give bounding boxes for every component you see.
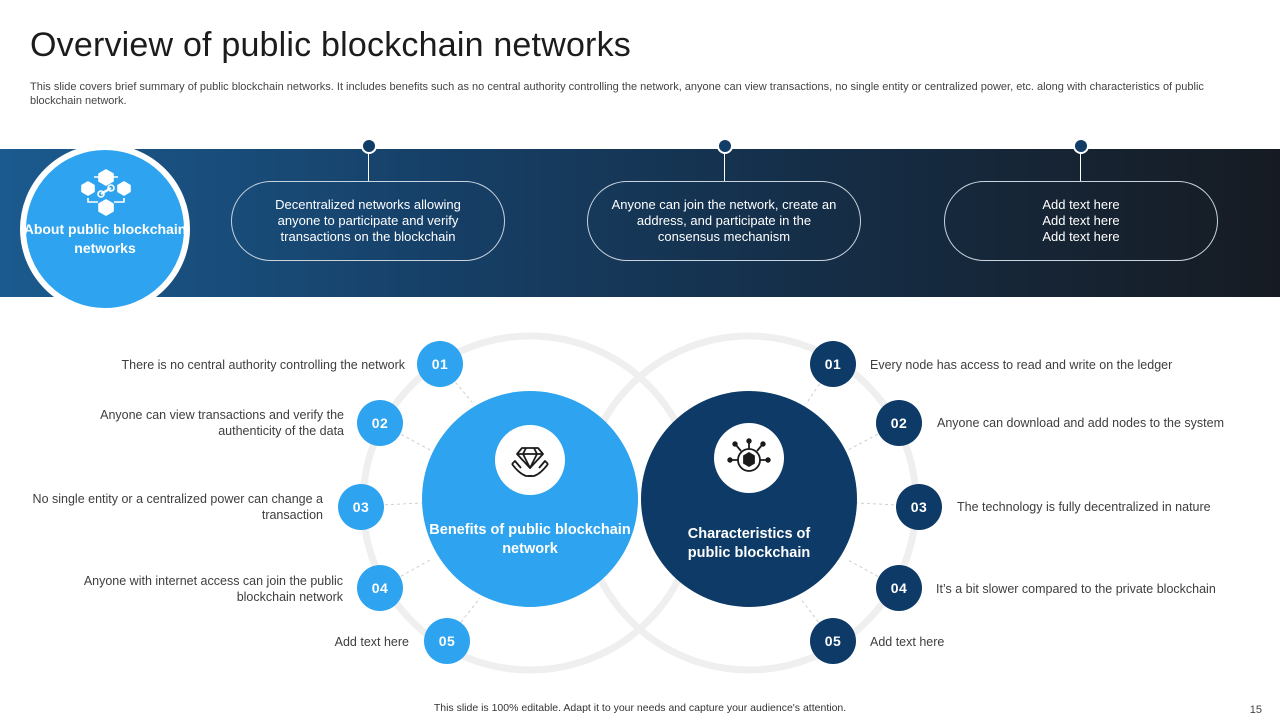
benefit-text-5: Add text here — [334, 635, 409, 649]
benefit-number-4: 04 — [357, 565, 403, 611]
pin-dot — [1073, 138, 1089, 154]
about-pill-3: Add text here Add text here Add text her… — [944, 181, 1218, 261]
footer-note: This slide is 100% editable. Adapt it to… — [433, 702, 847, 714]
page-subtitle: This slide covers brief summary of publi… — [30, 81, 1204, 107]
characteristic-number-2: 02 — [876, 400, 922, 446]
characteristic-number-3: 03 — [896, 484, 942, 530]
characteristics-label: Characteristics of public blockchain — [687, 526, 811, 561]
about-pill-1: Decentralized networks allowing anyone t… — [231, 181, 505, 261]
about-label: About public blockchain networks — [23, 221, 187, 256]
top-banner — [0, 149, 1280, 297]
diamond-in-hands-icon — [511, 447, 549, 477]
benefits-circle — [422, 391, 638, 607]
benefit-text-1: There is no central authority controllin… — [121, 358, 405, 372]
pin-dot — [361, 138, 377, 154]
benefit-number-5: 05 — [424, 618, 470, 664]
benefits-label: Benefits of public blockchain network — [429, 522, 631, 557]
characteristic-text-4: It’s a bit slower compared to the privat… — [936, 582, 1216, 596]
characteristics-icon-disc — [714, 423, 784, 493]
characteristic-number-5: 05 — [810, 618, 856, 664]
benefits-icon-disc — [495, 425, 565, 495]
blockchain-cubes-icon — [81, 169, 131, 216]
characteristic-text-5: Add text here — [870, 635, 945, 649]
characteristic-number-4: 04 — [876, 565, 922, 611]
page-title: Overview of public blockchain networks — [30, 26, 631, 64]
benefit-number-2: 02 — [357, 400, 403, 446]
pin-dot — [717, 138, 733, 154]
benefit-text-4: Anyone with internet access can join the… — [83, 574, 343, 604]
characteristic-text-1: Every node has access to read and write … — [870, 358, 1173, 372]
pin-line — [368, 154, 369, 181]
benefit-text-3: No single entity or a centralized power … — [32, 492, 323, 522]
benefit-number-3: 03 — [338, 484, 384, 530]
benefit-number-1: 01 — [417, 341, 463, 387]
about-pill-2: Anyone can join the network, create an a… — [587, 181, 861, 261]
blockchain-chip-icon — [727, 438, 771, 472]
pin-line — [724, 154, 725, 181]
page-number: 15 — [1249, 704, 1262, 716]
characteristic-text-3: The technology is fully decentralized in… — [957, 500, 1211, 514]
characteristic-text-2: Anyone can download and add nodes to the… — [937, 416, 1225, 430]
pin-line — [1080, 154, 1081, 181]
characteristic-number-1: 01 — [810, 341, 856, 387]
benefit-text-2: Anyone can view transactions and verify … — [100, 408, 344, 438]
